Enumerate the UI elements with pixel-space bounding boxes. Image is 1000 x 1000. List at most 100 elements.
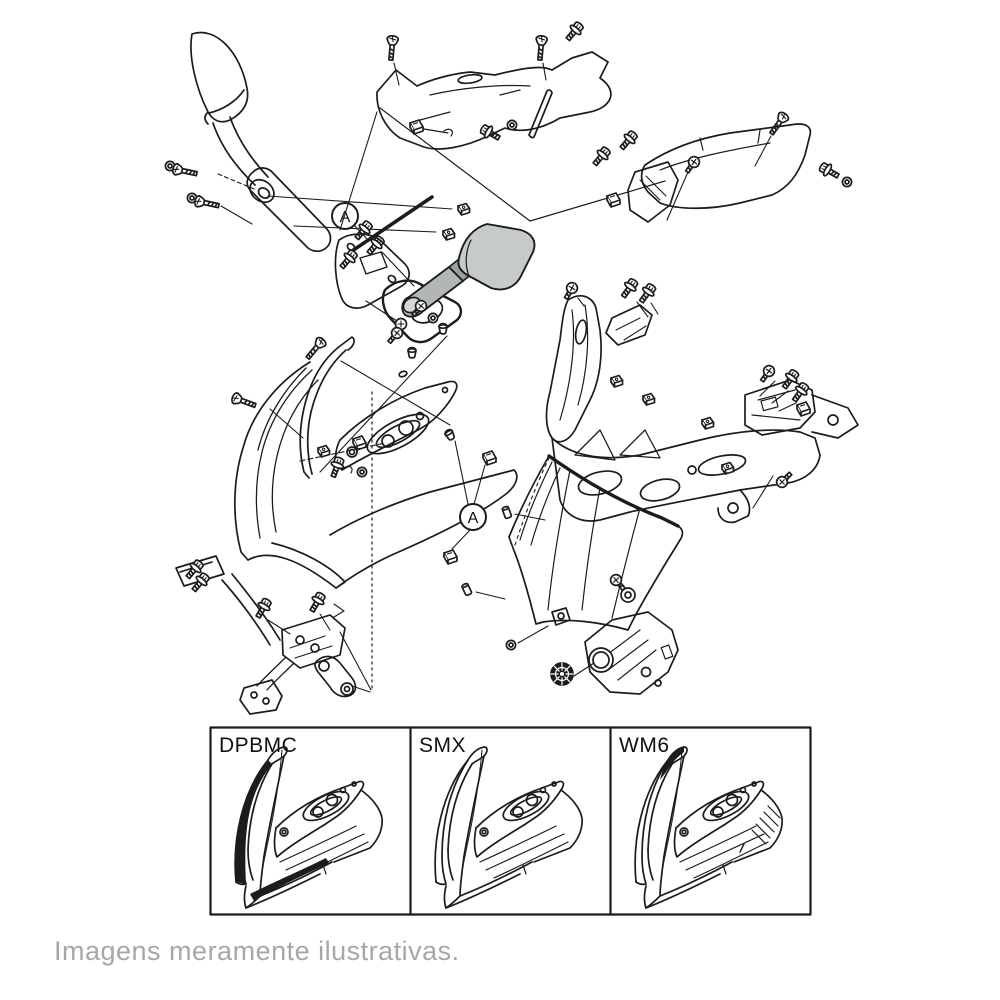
washer-icon (427, 312, 439, 324)
clip-nut-icon (796, 401, 811, 417)
mirror-gasket (334, 233, 410, 309)
mount-span-lines (379, 107, 666, 222)
cowl-left-edge (233, 361, 311, 561)
stay-left-wing (545, 295, 602, 443)
callout-a-bottom: A (459, 503, 487, 531)
variant-label: SMX (419, 734, 466, 757)
washer-icon (505, 639, 517, 651)
front-stay-assembly (545, 275, 859, 524)
variant-cell-dpbmc: DPBMC (219, 734, 383, 909)
left-mirror-assembly (164, 31, 471, 253)
variant-label: WM6 (619, 734, 670, 757)
mirror-gasket-slot (359, 251, 388, 275)
bracket-foot-plate (239, 679, 283, 715)
screw-leader-dashed (217, 173, 255, 190)
stud-bolt-icon (336, 246, 361, 273)
flange-bolt-icon (816, 159, 843, 183)
flat-screw-icon (302, 335, 329, 363)
windshield-tab (551, 607, 571, 626)
left-mirror-pivot-hole (249, 178, 275, 204)
bracket-tube (221, 573, 281, 646)
upper-stay-panel (339, 18, 679, 231)
upper-stay-outline (376, 51, 612, 150)
square-nut-icon (721, 461, 735, 475)
flange-bolt-icon (616, 127, 641, 154)
right-mirror-assembly (334, 217, 536, 359)
flange-bolt-icon (477, 121, 504, 145)
callout-a-top-label: A (340, 209, 351, 226)
bracket-cluster (281, 614, 346, 669)
clip-nut-icon (443, 549, 458, 565)
callout-a-bottom-label: A (468, 510, 479, 527)
flat-screw-icon (533, 34, 549, 62)
well-nut-icon (500, 505, 513, 520)
left-mirror-head (190, 31, 249, 123)
cowl-right-sweep (329, 469, 518, 555)
lower-panel-outline (584, 611, 679, 695)
stay-lower-boss (717, 489, 751, 524)
flange-bolt-icon (788, 379, 812, 406)
lower-inner-panel (550, 611, 679, 695)
windscreen-trim (299, 336, 355, 479)
right-subpanel (627, 161, 679, 223)
mirror-screw-icon (171, 162, 199, 180)
square-nut-icon (642, 392, 656, 406)
flange-bolt-icon (617, 275, 641, 302)
mirror-base-plate-edge (350, 195, 434, 253)
well-nut-icon (460, 581, 473, 597)
bracket-link-arm (314, 655, 357, 698)
flange-bolt-icon (562, 18, 587, 45)
stay-body (551, 429, 821, 522)
grommet-icon (506, 119, 518, 131)
pan-screw-icon (756, 362, 778, 385)
cowl-beak (247, 542, 395, 589)
pointer-lines (319, 335, 451, 473)
square-nut-icon (701, 416, 715, 430)
stay-right-arm (811, 394, 859, 439)
flat-screw-icon (766, 109, 791, 138)
top-right-panel-outline (640, 123, 812, 210)
right-mirror-head (457, 223, 536, 291)
clip-nut-icon (409, 119, 424, 135)
flange-bolt-icon (305, 589, 329, 616)
flat-screw-icon (229, 391, 258, 412)
pan-screw-icon (773, 468, 796, 491)
stud-rod (528, 89, 553, 139)
variant-cell-wm6: WM6 (619, 734, 784, 909)
flange-bolt-icon (635, 280, 659, 307)
rubber-cap-icon (442, 427, 457, 443)
washer-icon (356, 466, 368, 478)
cowl-stay-bracket (175, 555, 372, 715)
variant-table: DPBMC SMX WM6 (209, 726, 812, 916)
windshield-top-edge (547, 454, 680, 528)
flat-screw-icon (384, 34, 400, 62)
rubber-cap-icon (407, 346, 417, 359)
square-nut-icon (457, 202, 471, 216)
rubber-cap-icon (438, 322, 448, 335)
screw-leader (220, 205, 253, 225)
small-bolt-icon (326, 454, 347, 480)
clip-nut-icon (482, 450, 497, 466)
variant-cell-smx: SMX (419, 734, 584, 909)
windshield-outline (508, 455, 684, 631)
variant-shading (660, 747, 781, 853)
flange-bolt-icon (251, 595, 275, 622)
disclaimer-caption: Imagens meramente ilustrativas. (54, 936, 460, 966)
windshield (460, 454, 684, 651)
clip-nut-icon (606, 192, 621, 208)
flange-bolt-icon (589, 143, 614, 170)
variant-shading (235, 760, 329, 901)
left-mirror-stem (204, 111, 269, 186)
left-mirror-pivot-inner (257, 187, 271, 199)
washer-icon (841, 176, 853, 188)
front-upper-cowl (229, 335, 546, 689)
top-right-panel (640, 109, 853, 221)
square-nut-icon (442, 227, 456, 241)
left-mirror-foot-plate (246, 167, 332, 252)
variant-label: DPBMC (219, 734, 297, 757)
left-mirror-head-seam (208, 89, 245, 114)
stay-top-bracket (605, 304, 653, 346)
mirror-screw-icon (193, 194, 221, 212)
